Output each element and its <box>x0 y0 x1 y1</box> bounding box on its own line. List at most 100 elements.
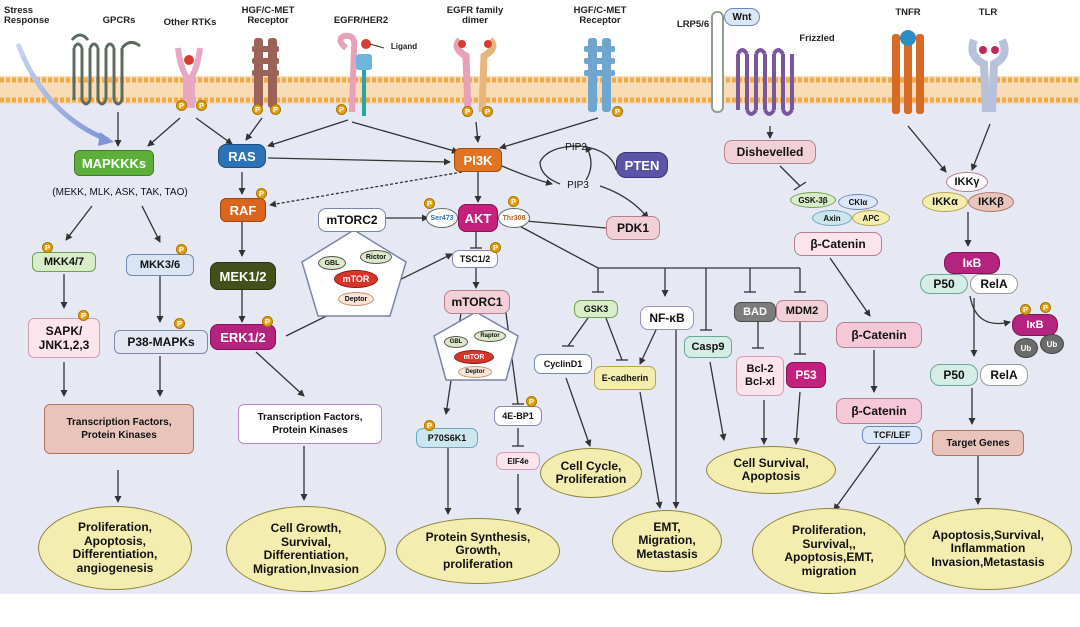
ikk-gamma-node: IKKγ <box>946 172 988 192</box>
ubiquitin-2: Ub <box>1040 334 1064 354</box>
tnfr-label: TNFR <box>895 7 921 18</box>
outcome-oval-2: Cell Growth, Survival, Differentiation, … <box>226 506 386 592</box>
hgf-cmet-receptor-icon-1 <box>252 38 279 108</box>
pdk1-node: PDK1 <box>606 216 660 240</box>
frizzled-receptor-icon <box>736 48 794 116</box>
outcome-oval-4: Cell Cycle, Proliferation <box>540 448 642 498</box>
phospho-marker: P <box>176 244 187 255</box>
phospho-marker: P <box>252 104 263 115</box>
phospho-marker: P <box>482 106 493 117</box>
mtorc2-rictor: Rictor <box>360 250 392 264</box>
mek-node: MEK1/2 <box>210 262 276 290</box>
mapkkk-members-label: (MEKK, MLK, ASK, TAK, TAO) <box>52 186 188 198</box>
p38-mapks-node: P38-MAPKs <box>114 330 208 354</box>
stress-response-label: Stress Response <box>4 5 50 26</box>
egfr-dimer-receptor-icon <box>453 37 497 113</box>
tcf-lef-node: TCF/LEF <box>862 426 922 444</box>
frizzled-label: Frizzled <box>799 33 835 44</box>
hgf-cmet-receptor-icon-2 <box>584 38 615 112</box>
phospho-marker: P <box>336 104 347 115</box>
ligand-label: Ligand <box>390 42 418 51</box>
beta-catenin-node-3: β-Catenin <box>836 398 922 424</box>
eif4e-node: EIF4e <box>496 452 540 470</box>
phospho-marker: P <box>1020 304 1031 315</box>
mkk47-node: MKK4/7 <box>32 252 96 272</box>
target-genes-box: Target Genes <box>932 430 1024 456</box>
mtorc2-deptor: Deptor <box>338 292 374 306</box>
outcome-oval-6: Cell Survival, Apoptosis <box>706 446 836 494</box>
ras-node: RAS <box>218 144 266 168</box>
wnt-ligand: Wnt <box>724 8 760 26</box>
mtorc2-node: mTORC2 <box>318 208 386 232</box>
transcription-factors-box-2: Transcription Factors, Protein Kinases <box>238 404 382 444</box>
erk-node: ERK1/2 <box>210 324 276 350</box>
phospho-marker: P <box>508 196 519 207</box>
ikk-alpha-node: IKKα <box>922 192 968 212</box>
p50-node-2: P50 <box>930 364 978 386</box>
phospho-marker: P <box>490 242 501 253</box>
phospho-marker: P <box>424 420 435 431</box>
mdm2-node: MDM2 <box>776 300 828 322</box>
p70s6k1-node: P70S6K1 <box>416 428 478 448</box>
pi3k-node: PI3K <box>454 148 502 172</box>
pten-node: PTEN <box>616 152 668 178</box>
tlr-receptor-icon <box>968 38 1009 113</box>
p50-node-1: P50 <box>920 274 968 294</box>
other-rtks-label: Other RTKs <box>163 17 217 28</box>
mapkkks-node: MAPKKKs <box>74 150 154 176</box>
mtorc2-gbl: GBL <box>318 256 346 270</box>
gpcr-receptor-icon <box>70 33 141 106</box>
mtorc1-raptor: Raptor <box>474 330 506 342</box>
outcome-oval-1: Proliferation, Apoptosis, Differentiatio… <box>38 506 192 590</box>
phospho-marker: P <box>78 310 89 321</box>
rela-node-1: RelA <box>970 274 1018 294</box>
sapk-jnk-node: SAPK/ JNK1,2,3 <box>28 318 100 358</box>
phospho-marker: P <box>176 100 187 111</box>
phospho-marker: P <box>612 106 623 117</box>
bcl2-bclxl-node: Bcl-2 Bcl-xl <box>736 356 784 396</box>
phospho-marker: P <box>256 188 267 199</box>
phospho-marker: P <box>196 100 207 111</box>
ecadherin-node: E-cadherin <box>594 366 656 390</box>
phospho-marker: P <box>42 242 53 253</box>
p53-node: P53 <box>786 362 826 388</box>
pip3-label: PIP3 <box>567 179 589 191</box>
ckla-node: CKlα <box>838 194 878 210</box>
outcome-oval-3: Protein Synthesis, Growth, proliferation <box>396 518 560 584</box>
gpcrs-label: GPCRs <box>102 15 136 26</box>
beta-catenin-node-2: β-Catenin <box>836 322 922 348</box>
pathway-arrows <box>60 112 1011 515</box>
tsc-node: TSC1/2 <box>452 250 498 268</box>
outcome-oval-7: Proliferation, Survival,, Apoptosis,EMT,… <box>752 508 906 594</box>
pip2-label: PIP2 <box>565 141 587 153</box>
lrp-label: LRP5/6 <box>676 19 710 30</box>
phospho-marker: P <box>424 198 435 209</box>
casp9-node: Casp9 <box>684 336 732 358</box>
ikk-beta-node: IKKβ <box>968 192 1014 212</box>
phospho-marker: P <box>462 106 473 117</box>
mtorc1-gbl: GBL <box>444 336 468 348</box>
mtorc2-mtor: mTOR <box>334 270 378 288</box>
tnfr-receptor-icon <box>892 30 924 114</box>
mtorc1-mtor: mTOR <box>454 350 494 364</box>
egfr-her2-receptor-icon <box>337 32 385 116</box>
phospho-marker: P <box>1040 302 1051 313</box>
thr308-site: Thr308 <box>498 208 530 228</box>
stress-response-arrow <box>15 43 109 143</box>
ikb-node-1: IκB <box>944 252 1000 274</box>
4ebp1-node: 4E-BP1 <box>494 406 542 426</box>
egfr-dimer-label: EGFR family dimer <box>446 5 504 26</box>
mtorc1-deptor: Deptor <box>458 366 492 378</box>
beta-catenin-node-1: β-Catenin <box>794 232 882 256</box>
dishevelled-node: Dishevelled <box>724 140 816 164</box>
outcome-oval-8: Apoptosis,Survival, Inflammation Invasio… <box>904 508 1072 590</box>
mkk36-node: MKK3/6 <box>126 254 194 276</box>
apc-node: APC <box>852 210 890 226</box>
outcome-oval-5: EMT, Migration, Metastasis <box>612 510 722 572</box>
other-rtk-receptor-icon <box>175 47 203 108</box>
hgf-cmet-label-2: HGF/C-MET Receptor <box>573 5 627 26</box>
transcription-factors-box-1: Transcription Factors, Protein Kinases <box>44 404 194 454</box>
phospho-marker: P <box>270 104 281 115</box>
bad-node: BAD <box>734 302 776 322</box>
